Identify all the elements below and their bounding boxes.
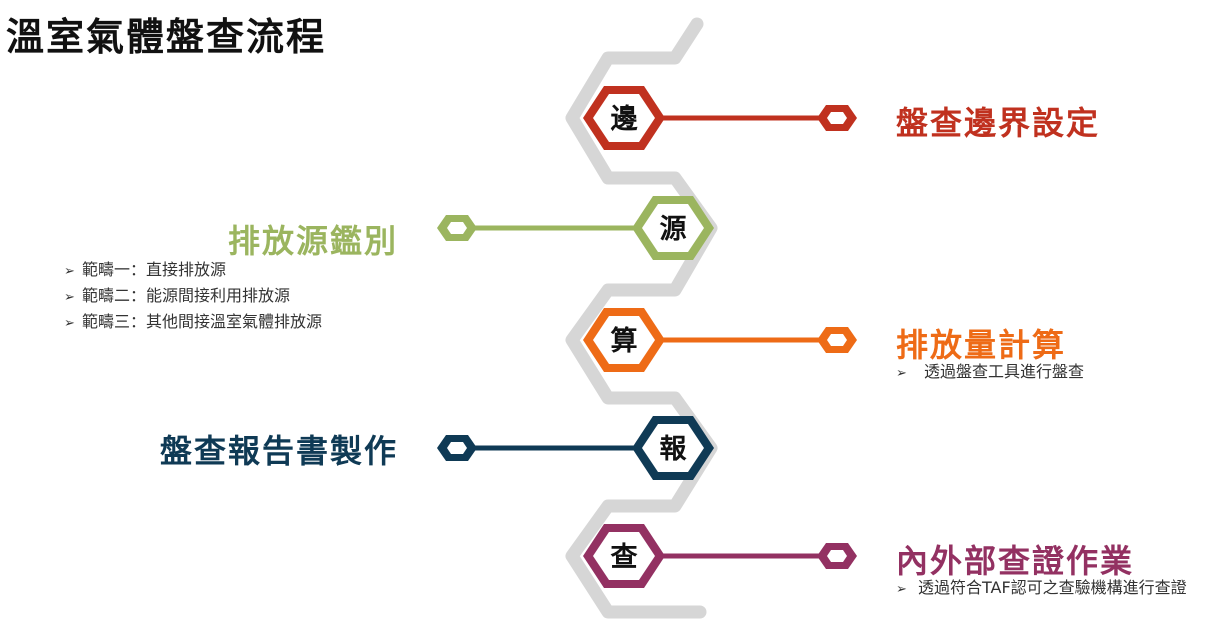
step-5-char: 查	[611, 542, 638, 573]
step-1-title: 盤查邊界設定	[896, 104, 1101, 142]
step-2-node: 源	[437, 196, 714, 260]
step-2-bullet: ➢範疇一：直接排放源	[64, 258, 322, 284]
step-2-title: 排放源鑑別	[227, 222, 398, 260]
step-1-end-hole	[827, 112, 847, 124]
step-4-node: 報	[437, 416, 714, 480]
step-5-bullets: ➢透過符合TAF認可之查驗機構進行查證	[896, 576, 1187, 602]
step-5-title: 內外部查證作業	[896, 542, 1135, 580]
step-3-title: 排放量計算	[896, 326, 1067, 364]
step-2-bullet: ➢範疇二：能源間接利用排放源	[64, 284, 322, 310]
step-3-bullet: ➢透過盤查工具進行盤查	[896, 360, 1084, 386]
winding-path	[565, 17, 718, 619]
step-3-bullets: ➢透過盤查工具進行盤查	[896, 360, 1084, 386]
step-5-node: 查	[583, 524, 857, 588]
step-2-bullets: ➢範疇一：直接排放源 ➢範疇二：能源間接利用排放源 ➢範疇三：其他間接溫室氣體排…	[64, 258, 322, 336]
step-4-hexagon-inner	[642, 424, 704, 472]
bullet-arrow-icon: ➢	[896, 582, 907, 597]
step-2-bullet: ➢範疇三：其他間接溫室氣體排放源	[64, 310, 322, 336]
step-1-node: 邊	[583, 86, 857, 150]
step-4-end-hole	[447, 442, 467, 454]
bullet-arrow-icon: ➢	[64, 290, 75, 305]
step-4-char: 報	[660, 434, 688, 465]
step-3-node: 算	[583, 308, 857, 372]
step-1-hexagon-inner	[593, 94, 655, 142]
step-2-char: 源	[660, 214, 687, 245]
bullet-arrow-icon: ➢	[896, 366, 907, 381]
page-title: 溫室氣體盤查流程	[6, 15, 327, 59]
step-5-hexagon-inner	[593, 532, 655, 580]
step-3-char: 算	[611, 325, 638, 357]
step-4-title: 盤查報告書製作	[159, 432, 398, 470]
step-3-end-hole	[827, 334, 847, 346]
step-5-bullet: ➢透過符合TAF認可之查驗機構進行查證	[896, 576, 1187, 602]
step-2-end-hole	[447, 222, 467, 234]
step-3-hexagon-inner	[593, 316, 655, 364]
bullet-arrow-icon: ➢	[64, 264, 75, 279]
step-5-end-hole	[827, 550, 847, 562]
step-1-char: 邊	[611, 103, 639, 135]
bullet-arrow-icon: ➢	[64, 316, 75, 331]
step-2-hexagon-inner	[642, 204, 704, 252]
